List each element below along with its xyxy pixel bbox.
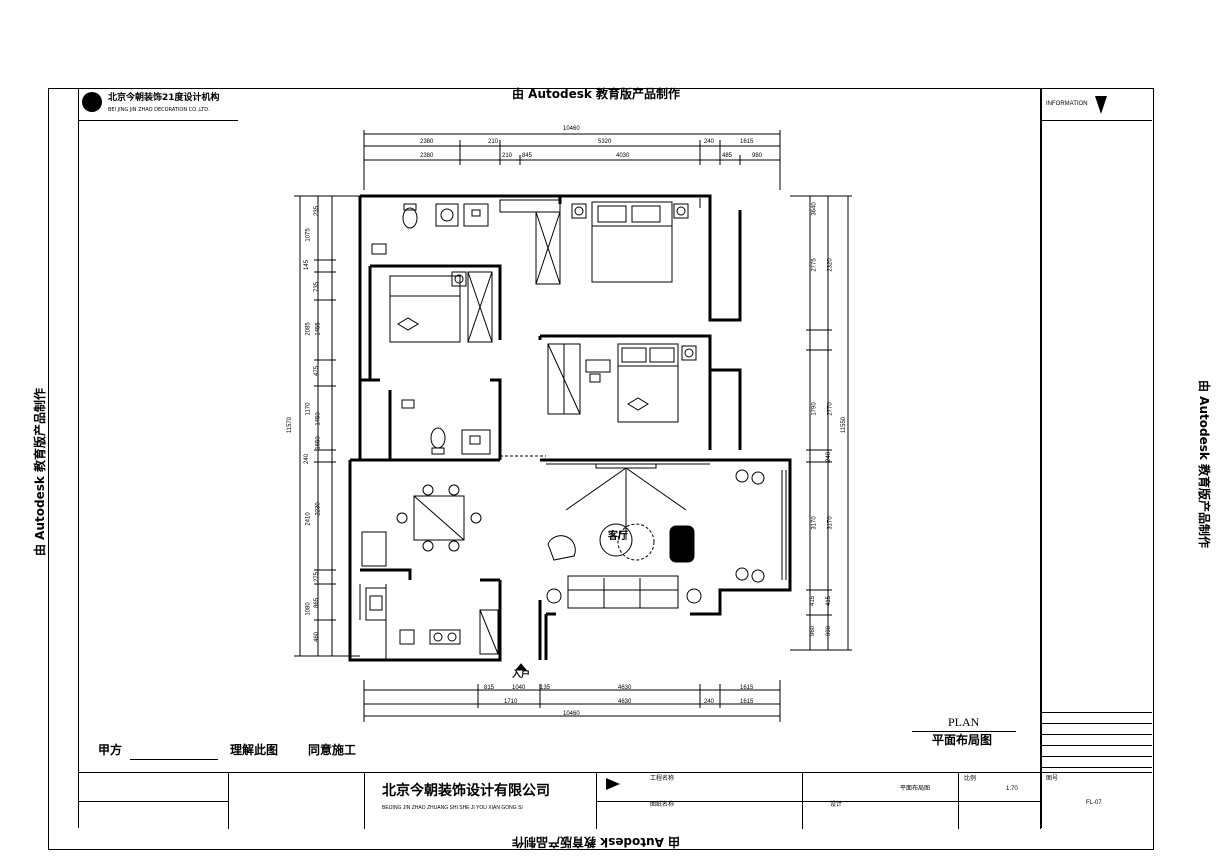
title-company-en: BEIJING JIN ZHAO ZHUANG SHI SHE JI YOU X… [382,805,523,811]
plan-cn-small: 平面布局图 [900,786,931,792]
dim-bottom2-d: 1615 [740,699,754,705]
dim-left-1: 235 [314,205,321,217]
dim-right-8: 3170 [827,516,834,530]
dim-bottom-d: 4630 [618,685,632,691]
dim-right-6: 240 [826,451,833,463]
dim-bottom-e: 1615 [740,685,754,691]
play-arrow-icon [606,778,620,790]
drawing-label: 图纸名称 [650,802,675,808]
side-panel-header [1040,88,1152,121]
dim-right-2: 2775 [811,258,818,272]
dim-left-5: 2085 [305,322,312,336]
plan-title-cn: 平面布局图 [932,733,993,747]
dim-bottom2-c: 240 [704,699,715,705]
room-label-living: 客厅 [608,531,628,542]
company-header-name: 北京今朝装饰21度设计机构 [108,93,220,103]
dim-bottom2-b: 4630 [618,699,632,705]
dim-top-total: 10460 [563,126,580,132]
dim-right-9: 415 [810,595,817,607]
dim-left-total: 11570 [287,416,294,434]
dim-top-a: 2380 [420,139,434,145]
party-label: 甲方 [98,743,123,757]
inner-frame [78,88,1042,828]
watermark-top: 由 Autodesk 教育版产品制作 [512,87,681,101]
sheet-label: 图号 [1046,776,1059,782]
dim-top-c: 5320 [598,139,612,145]
dim-right-5: 2770 [827,402,834,416]
project-label: 工程名称 [650,776,675,782]
dim-bottom-a: 815 [484,685,495,691]
scale-value: 1:70 [1006,786,1018,792]
room-label-entry: 入户 [512,670,531,680]
dim-top-d: 240 [704,139,715,145]
dim-left-3: 145 [304,259,311,271]
approve-label: 同意施工 [308,743,357,757]
dim-right-4: 1790 [811,402,818,416]
dim-right-10: 960 [810,625,817,637]
dim-bottom-b: 1040 [512,685,526,691]
side-lines [1040,712,1152,772]
understand-label: 理解此图 [230,743,279,757]
dim-right-1: 3640 [811,202,818,216]
dim-top2-d: 4030 [616,153,630,159]
dim-right-3: 2320 [827,258,834,272]
dim-top2-e: 485 [722,153,733,159]
dim-left-17: 460 [314,631,321,643]
side-panel [1040,88,1153,828]
dim-left-7: 475 [314,365,321,377]
dim-right-total: 11550 [841,416,848,434]
dim-top2-c: 845 [522,153,533,159]
company-logo-icon [82,92,102,112]
dim-left-11: 240 [304,453,311,465]
dim-right-7: 3170 [811,516,818,530]
dim-left-16: 1080 [305,602,312,616]
dim-bottom-total: 10460 [563,711,580,717]
designer-label: 设计 [830,802,843,808]
dim-bottom2-a: 1710 [504,699,518,705]
dim-left-2: 1075 [305,228,312,242]
dim-left-6: 1455 [315,322,322,336]
plan-title-en: PLAN [948,715,980,729]
dim-left-12: 2230 [315,502,322,516]
party-sign-line [130,759,218,760]
plan-title-rule [912,731,1016,732]
north-arrow-icon [1095,96,1107,114]
title-company-cn: 北京今朝装饰设计有限公司 [382,783,550,799]
dim-top-e: 1615 [740,139,754,145]
dim-left-13: 2410 [305,512,312,526]
dim-right-12: 990 [826,625,833,637]
dim-top2-f: 980 [752,153,763,159]
dim-right-11: 415 [826,595,833,607]
dim-left-9: 1450 [315,412,322,426]
dim-left-14: 275 [314,571,321,583]
dim-bottom-c: 135 [540,685,551,691]
dim-left-10: 1650 [315,436,322,450]
header-rule [78,120,238,121]
dim-top-b: 210 [488,139,499,145]
dim-top2-a: 2380 [420,153,434,159]
dim-top2-b: 210 [502,153,513,159]
title-block [78,772,1152,829]
dim-left-4: 735 [314,281,321,293]
sheet-value: FL-07 [1086,800,1102,806]
drawing-frame [48,88,1154,850]
side-panel-label: INFORMATION [1046,101,1088,107]
company-header-en: BEI JING JIN ZHAO DECORATION CO.,LTD. [108,107,210,113]
scale-label: 比例 [964,776,977,782]
dim-left-15: 865 [314,597,321,609]
dim-left-8: 1170 [305,402,312,416]
